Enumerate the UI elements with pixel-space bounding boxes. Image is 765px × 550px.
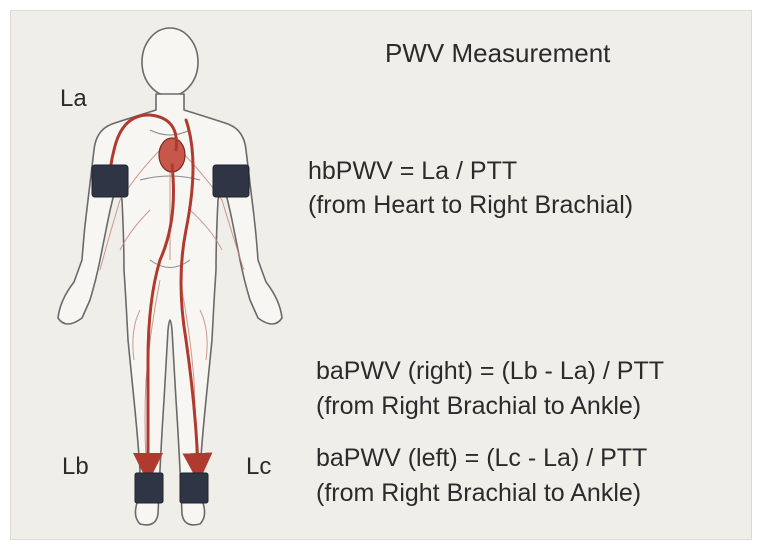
right-arm-cuff xyxy=(92,165,128,197)
formula-bapwv-left: baPWV (left) = (Lc - La) / PTT xyxy=(316,444,647,473)
label-la: La xyxy=(60,85,87,113)
label-lb: Lb xyxy=(62,453,89,481)
formula-hbpwv-description: (from Heart to Right Brachial) xyxy=(308,191,633,220)
left-ankle-cuff xyxy=(180,473,208,503)
right-ankle-cuff xyxy=(135,473,163,503)
formula-bapwv-right: baPWV (right) = (Lb - La) / PTT xyxy=(316,357,664,386)
formula-bapwv-right-description: (from Right Brachial to Ankle) xyxy=(316,392,641,421)
left-arm-cuff xyxy=(213,165,249,197)
formula-bapwv-left-description: (from Right Brachial to Ankle) xyxy=(316,479,641,508)
label-lc: Lc xyxy=(246,453,271,481)
diagram-title: PWV Measurement xyxy=(385,38,610,69)
body-outline xyxy=(58,28,282,525)
formula-hbpwv: hbPWV = La / PTT xyxy=(308,157,517,186)
